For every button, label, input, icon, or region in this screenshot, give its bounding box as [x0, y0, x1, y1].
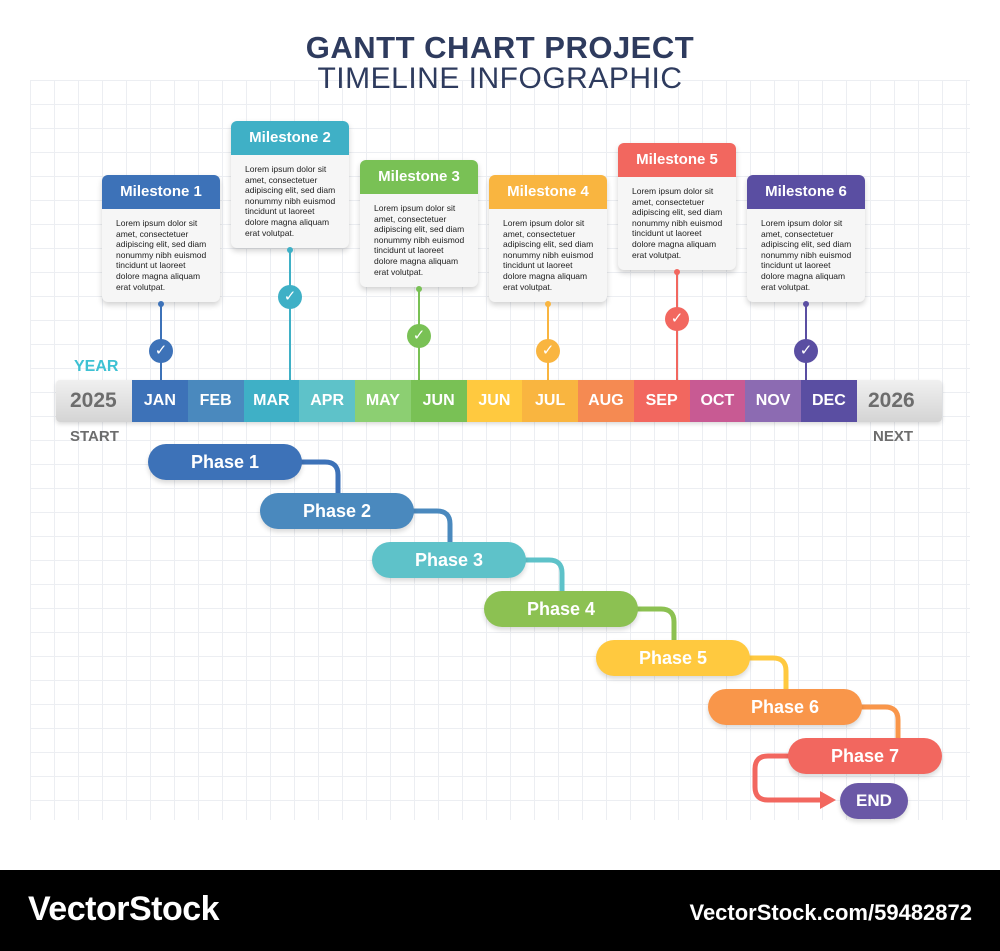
check-icon: ✓	[794, 339, 818, 363]
month-cell: DEC	[801, 380, 857, 422]
month-cell: SEP	[633, 380, 690, 422]
end-year: 2026	[868, 389, 915, 412]
milestone-card-1: Milestone 1 Lorem ipsum dolor sit amet, …	[102, 175, 220, 303]
connector-phase-3	[524, 557, 565, 609]
connector-phase-2	[412, 508, 453, 560]
stock-id: VectorStock.com/59482872	[689, 900, 972, 925]
phase-pill-5: Phase 5	[596, 640, 750, 676]
next-label: NEXT	[873, 428, 914, 445]
brand-logo: VectorStock	[28, 890, 220, 928]
connector-to-end	[752, 753, 822, 803]
milestone-stem-dot	[416, 286, 422, 292]
check-icon: ✓	[149, 339, 173, 363]
phase-pill-1: Phase 1	[148, 444, 302, 480]
connector-phase-5	[748, 655, 789, 707]
check-icon: ✓	[665, 307, 689, 331]
milestone-stem-dot	[545, 301, 551, 307]
milestone-stem-dot	[158, 301, 164, 307]
milestone-text: Lorem ipsum dolor sit amet, consectetuer…	[245, 164, 336, 238]
milestone-text: Lorem ipsum dolor sit amet, consectetuer…	[503, 218, 594, 292]
phase-pill-4: Phase 4	[484, 591, 638, 627]
milestone-card-5: Milestone 5 Lorem ipsum dolor sit amet, …	[618, 143, 736, 271]
milestone-title: Milestone 5	[618, 143, 736, 177]
milestone-text: Lorem ipsum dolor sit amet, consectetuer…	[761, 218, 852, 292]
title-line-2: TIMELINE INFOGRAPHIC	[317, 62, 683, 95]
milestone-title: Milestone 3	[360, 160, 478, 194]
connector-phase-4	[636, 606, 677, 658]
milestone-text: Lorem ipsum dolor sit amet, consectetuer…	[116, 218, 207, 292]
milestone-stem-dot	[674, 269, 680, 275]
infographic-canvas: GANTT CHART PROJECT TIMELINE INFOGRAPHIC…	[30, 30, 970, 820]
month-cell: MAR	[243, 380, 300, 422]
milestone-text: Lorem ipsum dolor sit amet, consectetuer…	[632, 186, 723, 260]
phase-pill-3: Phase 3	[372, 542, 526, 578]
connector-phase-6	[860, 704, 901, 756]
phase-connectors	[300, 459, 901, 809]
phase-pill-6: Phase 6	[708, 689, 862, 725]
month-cell: NOV	[745, 380, 801, 422]
milestone-card-4: Milestone 4 Lorem ipsum dolor sit amet, …	[489, 175, 607, 303]
title-line-1: GANTT CHART PROJECT	[305, 30, 695, 65]
month-cell: JUN	[466, 380, 523, 422]
milestone-stem-dot	[287, 247, 293, 253]
month-cell: JAN	[132, 380, 188, 422]
milestone-title: Milestone 4	[489, 175, 607, 209]
milestone-stem-dot	[803, 301, 809, 307]
connector-phase-1	[300, 459, 341, 511]
milestone-card-3: Milestone 3 Lorem ipsum dolor sit amet, …	[360, 160, 478, 288]
phase-pill-7: Phase 7	[788, 738, 942, 774]
month-cell: JUL	[522, 380, 578, 422]
check-icon: ✓	[536, 339, 560, 363]
phase-pill-2: Phase 2	[260, 493, 414, 529]
month-cell: MAY	[355, 380, 411, 422]
milestone-title: Milestone 1	[102, 175, 220, 209]
milestone-stem	[289, 250, 291, 380]
month-cell: APR	[299, 380, 355, 422]
month-cell: AUG	[578, 380, 634, 422]
milestone-card-2: Milestone 2 Lorem ipsum dolor sit amet, …	[231, 121, 349, 249]
check-icon: ✓	[407, 324, 431, 348]
milestone-text: Lorem ipsum dolor sit amet, consectetuer…	[374, 203, 465, 277]
month-cell: FEB	[187, 380, 244, 422]
start-year: 2025	[70, 389, 117, 412]
footer-bar: VectorStock VectorStock.com/59482872	[0, 870, 1000, 951]
year-label: YEAR	[74, 358, 119, 375]
end-pill: END	[840, 783, 908, 819]
month-cell: OCT	[689, 380, 746, 422]
milestone-title: Milestone 2	[231, 121, 349, 155]
milestone-card-6: Milestone 6 Lorem ipsum dolor sit amet, …	[747, 175, 865, 303]
start-label: START	[70, 428, 119, 445]
check-icon: ✓	[278, 285, 302, 309]
arrow-head-icon	[820, 791, 836, 809]
milestone-title: Milestone 6	[747, 175, 865, 209]
month-cell: JUN	[410, 380, 467, 422]
